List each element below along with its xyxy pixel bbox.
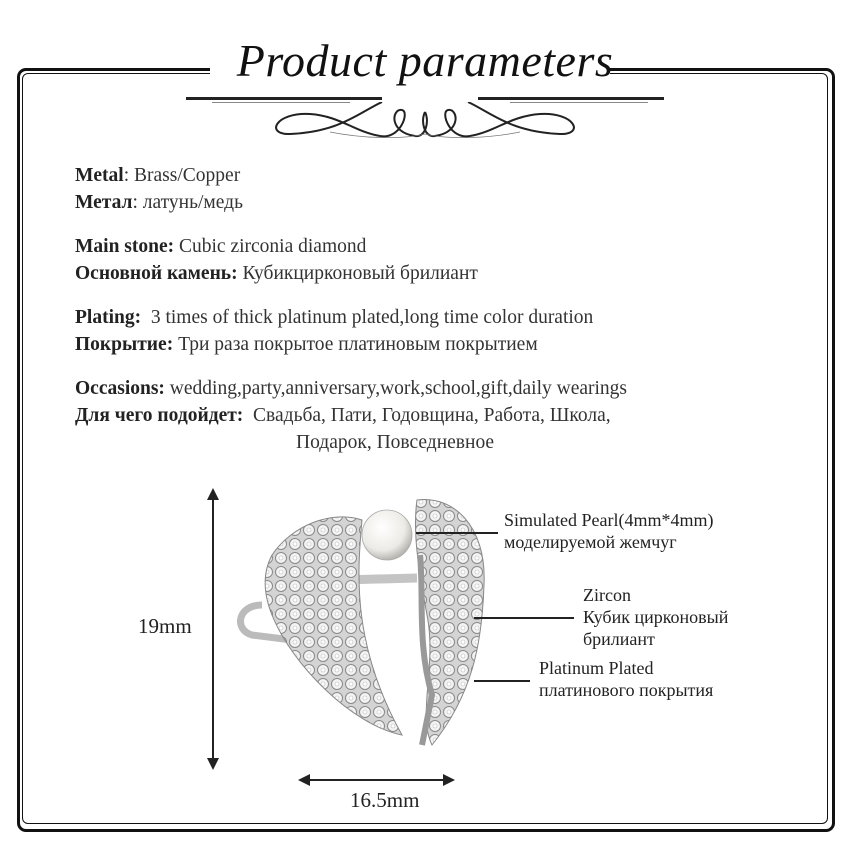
- callout-text: Platinum Plated: [539, 658, 654, 678]
- callout-text: Simulated Pearl(4mm*4mm): [504, 510, 714, 530]
- title-rule-right: [478, 97, 664, 100]
- spec-value: wedding,party,anniversary,work,school,gi…: [169, 378, 628, 399]
- spec-value: Три раза покрытое платиновым покрытием: [178, 334, 538, 355]
- spec-metal: Metal: Brass/Copper Метал: латунь/медь: [75, 165, 243, 213]
- spec-value: латунь/медь: [142, 192, 243, 213]
- callout-pearl: Simulated Pearl(4mm*4mm) моделируемой же…: [504, 509, 713, 553]
- spec-label: Metal: [75, 165, 124, 186]
- spec-label: Основной камень:: [75, 263, 238, 284]
- spec-list: Metal: Brass/Copper Метал: латунь/медь M…: [75, 162, 627, 473]
- callout-text: моделируемой жемчуг: [504, 532, 677, 552]
- spec-value: 3 times of thick platinum plated,long ti…: [150, 307, 594, 328]
- spec-label: Покрытие:: [75, 334, 174, 355]
- width-dimension-line: [302, 779, 448, 781]
- spec-value: Подарок, Повседневное: [296, 432, 495, 453]
- spec-value: Свадьба, Пати, Годовщина, Работа, Школа,: [253, 405, 611, 426]
- callout-text: платинового покрытия: [539, 680, 714, 700]
- callout-text: Zircon: [583, 585, 631, 605]
- arrow-left-icon: [298, 774, 310, 786]
- callout-text: брилиант: [583, 629, 655, 649]
- arrow-down-icon: [207, 758, 219, 770]
- spec-value: Brass/Copper: [134, 165, 241, 186]
- spec-label: Occasions:: [75, 378, 165, 399]
- callout-zircon: Zircon Кубик цирконовый брилиант: [583, 584, 728, 650]
- spec-value: Cubic zirconia diamond: [179, 236, 367, 257]
- spec-plating: Plating: 3 times of thick platinum plate…: [75, 304, 627, 358]
- page-title: Product parameters: [236, 35, 614, 86]
- spec-value: Кубикцирконовый брилиант: [242, 263, 478, 284]
- title-mask: [210, 55, 610, 85]
- spec-main-stone: Main stone: Cubic zirconia diamond Основ…: [75, 233, 627, 287]
- flourish-ornament-icon: [275, 102, 575, 139]
- plating-leader-line: [474, 680, 530, 682]
- title-rule-left-thin: [212, 102, 350, 103]
- spec-label: Plating:: [75, 307, 142, 328]
- title-rule-left: [186, 97, 382, 100]
- width-label: 16.5mm: [350, 788, 420, 812]
- arrow-up-icon: [207, 488, 219, 500]
- pearl-leader-line: [416, 532, 498, 534]
- ring-product-image: [237, 498, 485, 746]
- zircon-leader-line: [474, 617, 574, 619]
- height-dimension-line: [212, 493, 214, 765]
- spec-label: Метал: [75, 192, 133, 213]
- spec-label: Для чего подойдет:: [75, 405, 244, 426]
- spec-occasions: Occasions: wedding,party,anniversary,wor…: [75, 375, 627, 456]
- callout-plating: Platinum Plated платинового покрытия: [539, 657, 713, 701]
- spec-label: Main stone:: [75, 236, 175, 257]
- height-label: 19mm: [138, 614, 192, 638]
- arrow-right-icon: [443, 774, 455, 786]
- title-rule-right-thin: [510, 102, 648, 103]
- callout-text: Кубик цирконовый: [583, 607, 729, 627]
